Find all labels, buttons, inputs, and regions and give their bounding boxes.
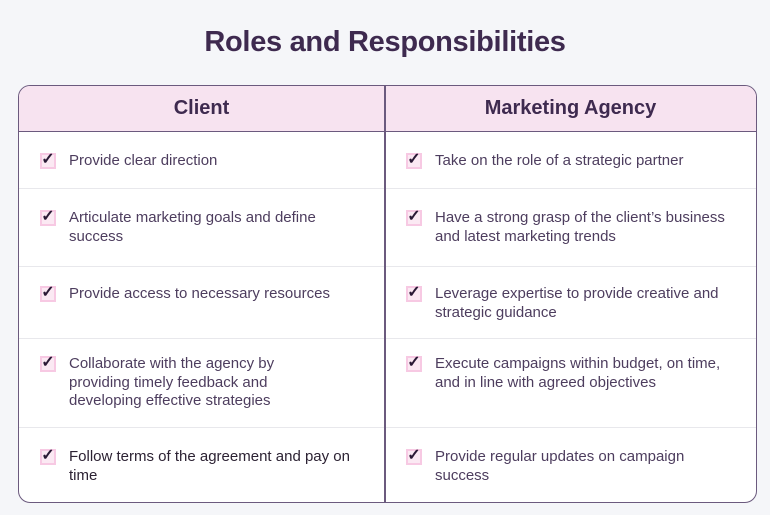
- client-responsibility: Follow terms of the agreement and pay on…: [69, 448, 350, 484]
- table-row: ✓ Follow terms of the agreement and pay …: [19, 428, 756, 502]
- agency-item: ✓ Have a strong grasp of the client’s bu…: [406, 209, 726, 246]
- client-item: ✓ Provide access to necessary resources: [40, 285, 360, 304]
- client-responsibility: Provide clear direction: [69, 152, 218, 169]
- checkbox-checked-icon: ✓: [406, 284, 422, 302]
- agency-responsibility: Leverage expertise to provide creative a…: [435, 285, 719, 321]
- column-header-agency: Marketing Agency: [484, 97, 657, 119]
- client-item: ✓ Collaborate with the agency by providi…: [40, 355, 300, 411]
- agency-responsibility: Have a strong grasp of the client’s busi…: [435, 209, 725, 245]
- checkbox-checked-icon: ✓: [406, 151, 422, 169]
- agency-item: ✓ Leverage expertise to provide creative…: [406, 285, 721, 322]
- client-item: ✓ Articulate marketing goals and define …: [40, 209, 330, 246]
- agency-responsibility: Take on the role of a strategic partner: [435, 152, 684, 169]
- agency-item: ✓ Take on the role of a strategic partne…: [406, 152, 736, 171]
- checkbox-checked-icon: ✓: [40, 208, 56, 226]
- table-row: ✓ Collaborate with the agency by providi…: [19, 339, 756, 428]
- roles-table: Client Marketing Agency ✓ Provide clear …: [18, 85, 757, 503]
- agency-item: ✓ Execute campaigns within budget, on ti…: [406, 355, 731, 392]
- agency-responsibility: Provide regular updates on campaign succ…: [435, 448, 685, 484]
- checkbox-checked-icon: ✓: [406, 447, 422, 465]
- agency-item: ✓ Provide regular updates on campaign su…: [406, 448, 721, 485]
- page-title: Roles and Responsibilities: [204, 26, 566, 58]
- table-row: ✓ Provide access to necessary resources …: [19, 267, 756, 339]
- checkbox-checked-icon: ✓: [40, 284, 56, 302]
- column-divider: [384, 86, 386, 502]
- column-header-client: Client: [173, 97, 230, 119]
- client-responsibility: Collaborate with the agency by providing…: [69, 355, 275, 409]
- client-responsibility: Provide access to necessary resources: [69, 285, 330, 302]
- client-responsibility: Articulate marketing goals and define su…: [69, 209, 316, 245]
- client-item: ✓ Follow terms of the agreement and pay …: [40, 448, 360, 485]
- client-item: ✓ Provide clear direction: [40, 152, 360, 171]
- agency-responsibility: Execute campaigns within budget, on time…: [435, 355, 721, 391]
- table-row: ✓ Articulate marketing goals and define …: [19, 189, 756, 267]
- checkbox-checked-icon: ✓: [406, 354, 422, 372]
- checkbox-checked-icon: ✓: [40, 447, 56, 465]
- checkbox-checked-icon: ✓: [40, 354, 56, 372]
- checkbox-checked-icon: ✓: [40, 151, 56, 169]
- checkbox-checked-icon: ✓: [406, 208, 422, 226]
- table-header: Client Marketing Agency: [19, 86, 756, 132]
- table-row: ✓ Provide clear direction ✓ Take on the …: [19, 132, 756, 189]
